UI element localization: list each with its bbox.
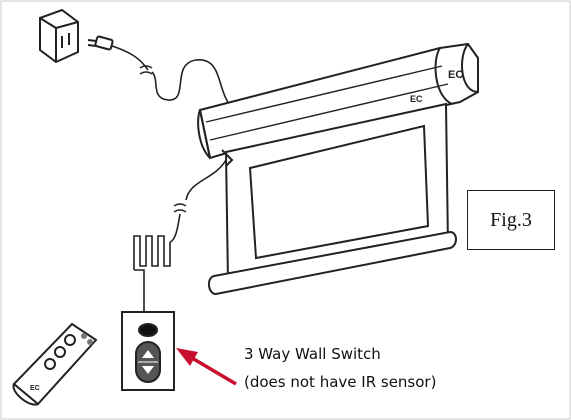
- power-plug-icon: [87, 35, 114, 51]
- callout-title: 3 Way Wall Switch: [244, 345, 381, 363]
- projector-screen-icon: EC EC: [197, 42, 479, 296]
- wall-switch-icon: [121, 311, 175, 391]
- svg-text:EC: EC: [30, 385, 40, 392]
- svg-text:EC: EC: [410, 94, 423, 104]
- callout-subtitle: (does not have IR sensor): [244, 373, 437, 391]
- power-cord: [111, 45, 236, 111]
- power-adapter-icon: [39, 8, 79, 64]
- cable-break-mark: [173, 203, 187, 213]
- svg-text:EC: EC: [448, 69, 463, 81]
- red-arrow-icon: [176, 348, 237, 386]
- figure-label: Fig.3: [467, 190, 555, 250]
- cord-break-mark: [139, 65, 153, 75]
- switch-cable: [133, 159, 227, 312]
- remote-control-icon: EC: [12, 322, 98, 406]
